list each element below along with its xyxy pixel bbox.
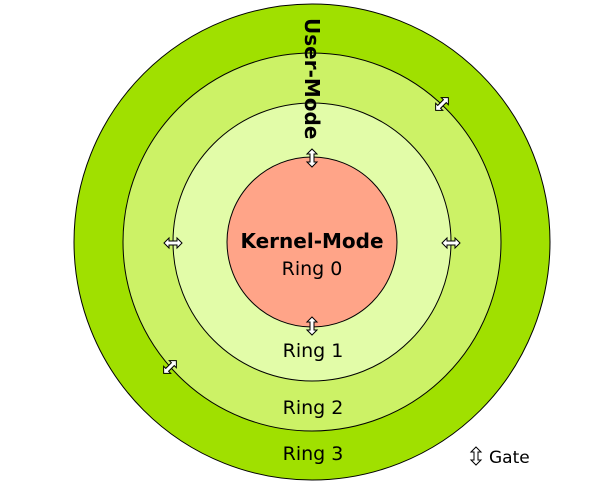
kernel-mode-label: Kernel-Mode xyxy=(240,229,383,253)
up-down-double-arrow-icon xyxy=(470,446,482,466)
ring-1-label: Ring 1 xyxy=(283,340,344,362)
ring-2-label: Ring 2 xyxy=(283,397,344,419)
user-mode-label: User-Mode xyxy=(300,18,324,139)
ring-0-label: Ring 0 xyxy=(282,258,343,280)
ring-3-label: Ring 3 xyxy=(283,443,344,465)
gate-legend-label: Gate xyxy=(489,448,530,468)
gate-legend: Gate xyxy=(470,446,530,468)
